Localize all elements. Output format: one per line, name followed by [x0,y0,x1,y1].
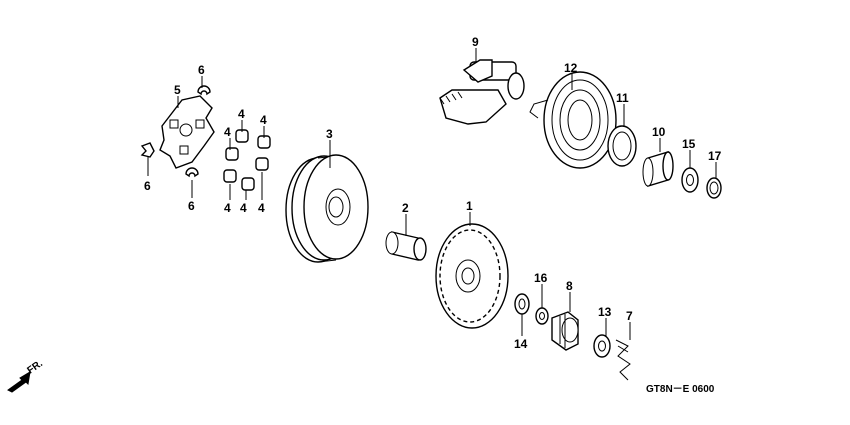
part-10-bushing [642,151,674,187]
part-3-pulley [285,154,369,263]
part-2-collar [385,231,427,261]
callout-7: 7 [626,309,633,323]
part-15-washer [681,167,699,193]
part-14-washer [514,293,530,315]
callout-4d: 4 [258,201,265,215]
callout-8: 8 [566,279,573,293]
callout-11: 11 [616,91,629,105]
callout-2: 2 [402,201,409,215]
callout-4f: 4 [240,201,247,215]
part-1-gear [435,223,509,329]
part-7-spring-clip [615,339,631,381]
part-9-kick-shaft [439,59,525,125]
part-16-nut [535,307,549,325]
callout-10: 10 [652,125,666,139]
part-6-clip-left [140,142,155,158]
callout-3: 3 [326,127,333,141]
callout-15: 15 [682,137,696,151]
callout-6a: 6 [198,63,205,77]
callout-12: 12 [564,61,578,75]
callout-6c: 6 [188,199,195,213]
callout-4b: 4 [260,113,267,127]
leader-lines [147,48,717,340]
part-6-clip-top [197,85,211,96]
part-8-pinion [551,311,579,351]
callout-16: 16 [534,271,548,285]
callout-4c: 4 [224,125,231,139]
part-6-clip-bottom [185,167,199,178]
part-11-ring [607,125,637,167]
callout-9: 9 [472,35,479,49]
callout-13: 13 [598,305,612,319]
part-17-circlip [706,177,722,199]
callout-labels: 1 2 3 4 4 4 4 4 4 5 6 6 6 7 8 9 10 11 12… [144,35,722,351]
callout-6b: 6 [144,179,151,193]
part-13-washer [593,334,611,358]
part-12-spring [529,71,617,169]
callout-14: 14 [514,337,528,351]
callout-1: 1 [466,199,473,213]
front-direction-arrow: FR. [7,358,45,393]
part-4-rollers [223,129,271,191]
diagram-code: GT8N－E 0600 [646,384,715,395]
callout-17: 17 [708,149,722,163]
callout-4e: 4 [224,201,231,215]
part-5-plate [159,95,215,169]
callout-4a: 4 [238,107,245,121]
callout-5: 5 [174,83,181,97]
